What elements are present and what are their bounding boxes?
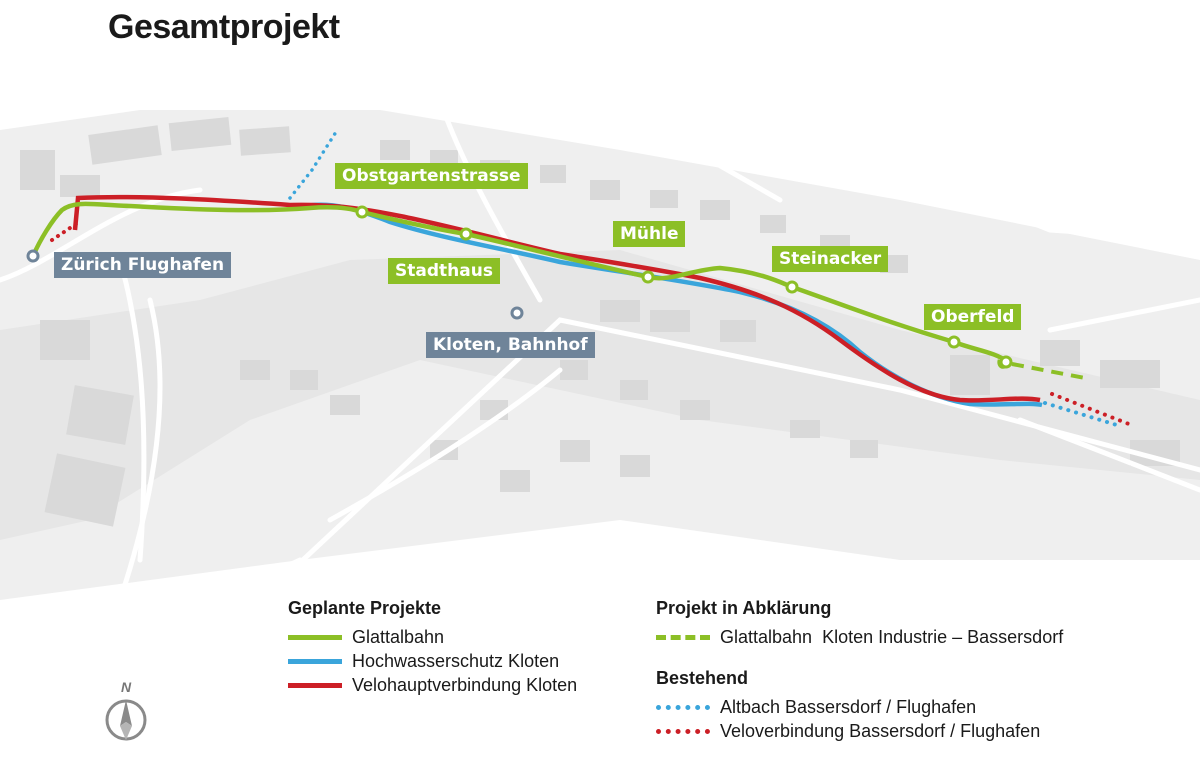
- station-marker-end: [999, 355, 1013, 369]
- legend-item-hochwasserschutz: Hochwasserschutz Kloten: [288, 649, 577, 673]
- station-label-stadthaus: Stadthaus: [388, 258, 500, 284]
- legend-item-veloverbindung: Veloverbindung Bassersdorf / Flughafen: [656, 719, 1040, 743]
- station-marker-muehle: [641, 270, 655, 284]
- legend-item-glattalbahn: Glattalbahn: [288, 625, 577, 649]
- station-label-steinacker: Steinacker: [772, 246, 889, 272]
- compass-label: N: [121, 680, 132, 695]
- place-label-zuerich-flughafen: Zürich Flughafen: [54, 252, 232, 278]
- station-marker-oberfeld: [947, 335, 961, 349]
- station-markers: [355, 205, 1013, 369]
- legend-swatch-green-dashed: [656, 635, 710, 640]
- place-markers: [26, 249, 524, 320]
- legend-heading-bestehend: Bestehend: [656, 668, 749, 688]
- legend-swatch-blue: [288, 659, 342, 664]
- station-marker-obstgartenstrasse: [355, 205, 369, 219]
- bestehend-lines: [50, 130, 1136, 428]
- legend-label: Altbach Bassersdorf / Flughafen: [720, 697, 977, 717]
- station-marker-steinacker: [785, 280, 799, 294]
- legend-swatch-green: [288, 635, 342, 640]
- legend-label: Glattalbahn: [352, 627, 445, 647]
- legend-label: Glattalbahn Kloten Industrie – Bassersdo…: [720, 627, 1064, 647]
- station-label-obstgartenstrasse: Obstgartenstrasse: [335, 163, 528, 189]
- legend-item-velohauptverbindung: Velohauptverbindung Kloten: [288, 673, 577, 697]
- legend-swatch-red: [288, 683, 342, 688]
- place-marker-zuerich-flughafen: [26, 249, 40, 263]
- legend-heading-abklaerung: Projekt in Abklärung: [656, 598, 832, 618]
- legend-abklaerung: Projekt in Abklärung Glattalbahn Kloten …: [656, 598, 1063, 649]
- legend-item-glattalbahn-extension: Glattalbahn Kloten Industrie – Bassersdo…: [656, 625, 1063, 649]
- north-arrow-icon: N: [100, 679, 152, 746]
- legend-label: Velohauptverbindung Kloten: [352, 675, 578, 695]
- station-label-oberfeld: Oberfeld: [924, 304, 1022, 330]
- station-marker-stadthaus: [459, 227, 473, 241]
- legend-item-altbach: Altbach Bassersdorf / Flughafen: [656, 695, 1040, 719]
- legend-swatch-blue-dotted: [656, 705, 710, 710]
- place-marker-kloten-bahnhof: [510, 306, 524, 320]
- legend-geplant: Geplante Projekte Glattalbahn Hochwasser…: [288, 598, 577, 697]
- legend-label: Hochwasserschutz Kloten: [352, 651, 560, 671]
- place-label-kloten-bahnhof: Kloten, Bahnhof: [426, 332, 595, 358]
- glattalbahn-extension-line: [1011, 362, 1086, 380]
- station-label-muehle: Mühle: [613, 221, 686, 247]
- legend-heading-geplant: Geplante Projekte: [288, 598, 442, 618]
- page-title: Gesamtprojekt: [108, 8, 340, 46]
- legend-bestehend: Bestehend Altbach Bassersdorf / Flughafe…: [656, 668, 1040, 743]
- legend-swatch-red-dotted: [656, 729, 710, 734]
- velohauptverbindung-line: [72, 194, 1041, 403]
- glattalbahn-line: [30, 201, 1011, 369]
- legend-label: Veloverbindung Bassersdorf / Flughafen: [720, 721, 1041, 741]
